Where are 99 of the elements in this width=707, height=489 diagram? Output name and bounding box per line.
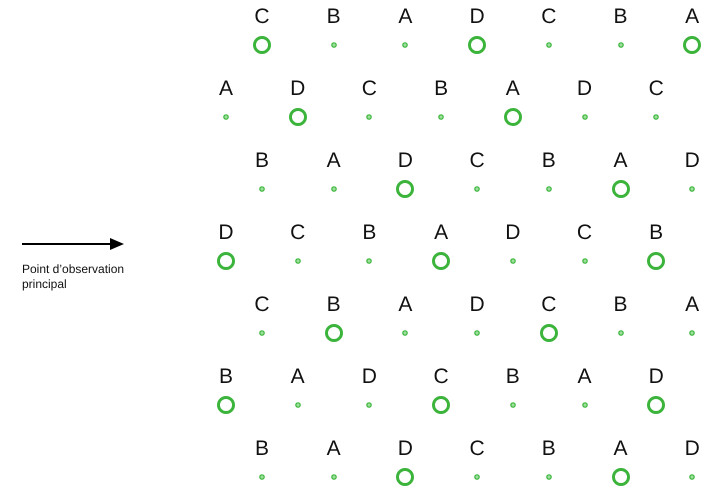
letter-label: B: [326, 6, 342, 28]
ring-icon: [504, 108, 522, 126]
ring-icon: [612, 468, 630, 486]
letter-label: D: [396, 150, 414, 172]
letter-label: B: [218, 366, 234, 388]
dot-icon: [689, 186, 696, 192]
dot-icon: [438, 114, 444, 120]
letter-label: D: [468, 294, 486, 316]
letter-label: C: [253, 6, 271, 28]
dot-icon: [223, 114, 229, 120]
letter-label: A: [684, 6, 700, 28]
dot-icon: [618, 330, 624, 336]
letter-label: C: [576, 222, 594, 244]
letter-label: C: [540, 294, 558, 316]
letter-label: D: [504, 222, 522, 244]
dot-icon: [546, 474, 552, 480]
ring-icon: [432, 252, 450, 270]
dot-icon: [366, 114, 372, 120]
ring-icon: [396, 180, 414, 198]
dot-icon: [582, 402, 588, 408]
letter-label: A: [326, 438, 342, 460]
ring-icon: [647, 252, 666, 270]
letter-label: D: [217, 222, 235, 244]
letter-label: C: [468, 438, 486, 460]
ring-icon: [253, 36, 271, 54]
ring-icon: [217, 252, 235, 270]
ring-icon: [647, 396, 666, 414]
letter-label: A: [433, 222, 450, 244]
letter-label: D: [468, 6, 486, 28]
letter-label: B: [540, 438, 557, 460]
letter-label: D: [396, 438, 414, 460]
ring-icon: [217, 396, 235, 414]
letter-label: D: [684, 150, 701, 172]
letter-label: C: [289, 222, 306, 244]
ring-icon: [612, 180, 630, 198]
letter-label: A: [397, 6, 414, 28]
dot-icon: [689, 474, 696, 480]
letter-label: A: [326, 150, 342, 172]
letter-label: B: [254, 438, 270, 460]
dot-icon: [653, 114, 660, 120]
dot-icon: [330, 42, 337, 48]
letter-label: B: [612, 6, 628, 28]
letter-label: A: [504, 78, 521, 100]
dot-icon: [402, 42, 408, 48]
letter-label: B: [433, 78, 450, 100]
ring-icon: [324, 324, 343, 342]
letter-label: A: [397, 294, 414, 316]
dot-icon: [366, 402, 372, 408]
dot-icon: [294, 402, 301, 408]
dot-icon: [330, 474, 337, 480]
dot-icon: [474, 330, 480, 336]
dot-icon: [294, 258, 301, 264]
letter-label: C: [540, 6, 558, 28]
letter-label: B: [540, 150, 557, 172]
letter-label: D: [360, 366, 378, 388]
letter-label: A: [218, 78, 234, 100]
ring-icon: [288, 108, 307, 126]
letter-label: A: [576, 366, 592, 388]
letter-label: A: [684, 294, 700, 316]
dot-icon: [259, 330, 265, 336]
letter-label: C: [253, 294, 271, 316]
dot-icon: [582, 258, 588, 264]
dot-icon: [510, 402, 516, 408]
letter-label: B: [361, 222, 378, 244]
letter-label: A: [290, 366, 306, 388]
letter-label: B: [326, 294, 342, 316]
dot-icon: [330, 186, 337, 192]
dot-icon: [546, 186, 552, 192]
dot-icon: [510, 258, 516, 264]
letter-label: D: [648, 366, 665, 388]
ring-icon: [396, 468, 414, 486]
letter-label: B: [612, 294, 628, 316]
dot-icon: [402, 330, 408, 336]
ring-icon: [468, 36, 486, 54]
letter-label: A: [612, 438, 628, 460]
dot-icon: [259, 474, 265, 480]
letter-label: C: [648, 78, 665, 100]
letter-label: A: [612, 150, 628, 172]
dot-icon: [474, 474, 480, 480]
dot-icon: [366, 258, 372, 264]
dot-icon: [618, 42, 624, 48]
letter-label: C: [432, 366, 450, 388]
letter-label: D: [289, 78, 306, 100]
dot-icon: [582, 114, 588, 120]
dot-icon: [689, 330, 696, 336]
letter-label: D: [684, 438, 701, 460]
dot-icon: [546, 42, 552, 48]
ring-icon: [540, 324, 558, 342]
ring-icon: [432, 396, 450, 414]
caption-text: Point d’observation principal: [22, 262, 126, 292]
letter-label: B: [504, 366, 521, 388]
letter-label: D: [576, 78, 594, 100]
ring-icon: [683, 36, 702, 54]
dot-icon: [474, 186, 480, 192]
letter-label: B: [254, 150, 270, 172]
letter-label: C: [360, 78, 378, 100]
letter-label: B: [648, 222, 664, 244]
dot-icon: [259, 186, 265, 192]
letter-label: C: [468, 150, 486, 172]
